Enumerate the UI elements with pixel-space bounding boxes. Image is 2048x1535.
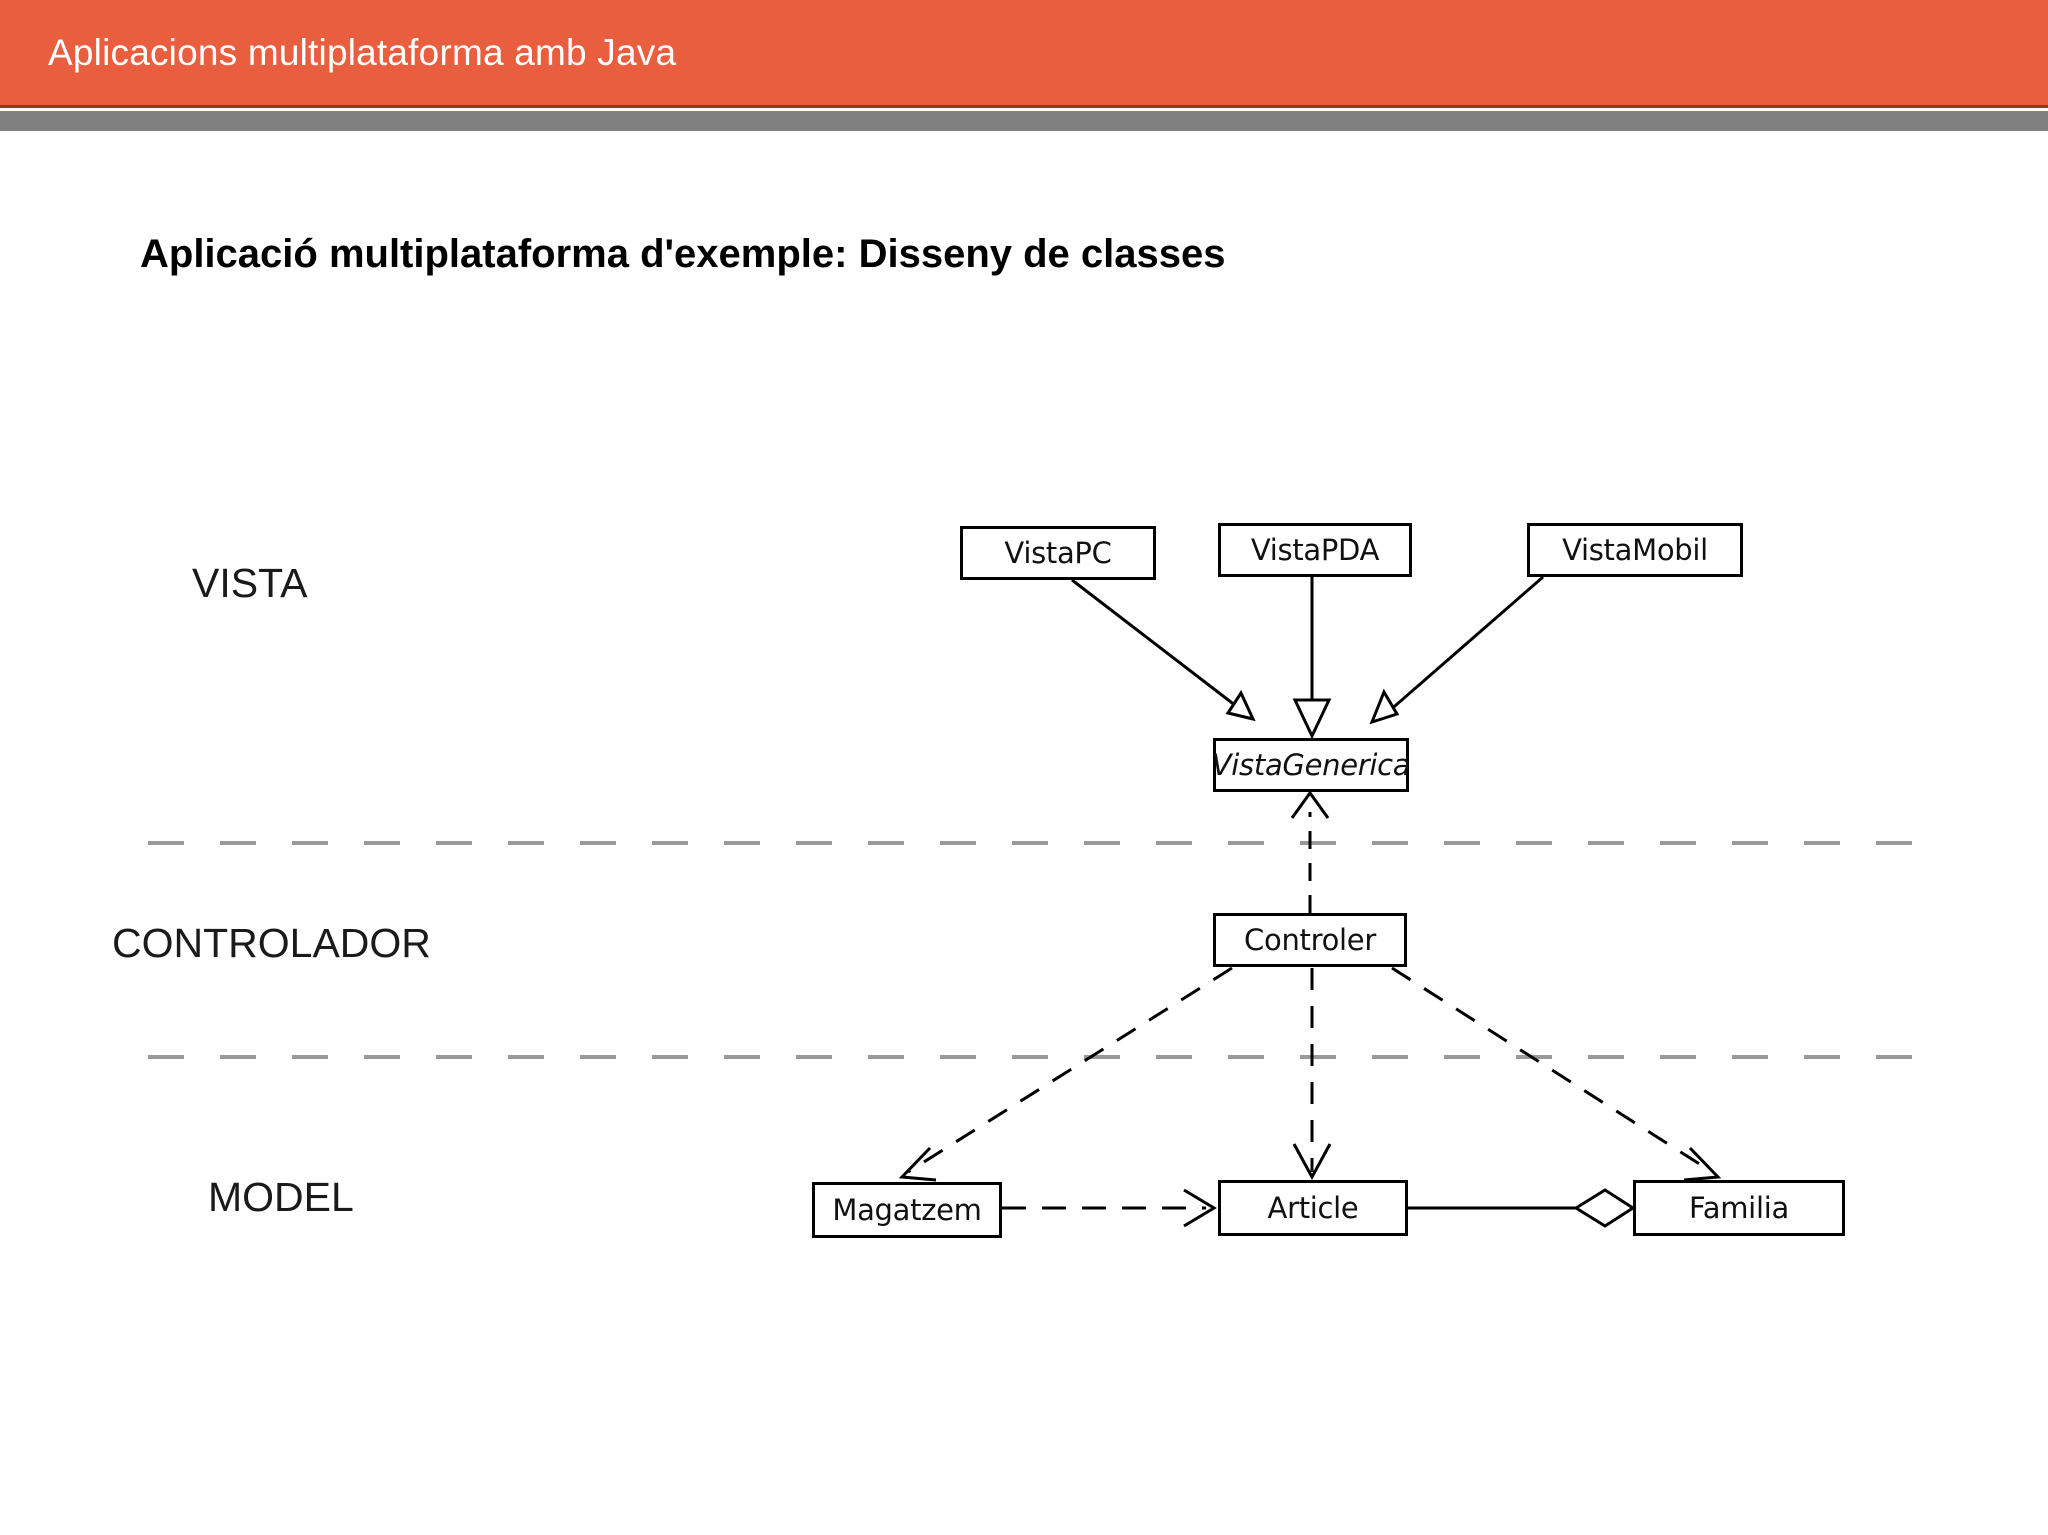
relation-vistapc-vistagenerica [1071, 578, 1256, 722]
class-box-familia[interactable]: Familia [1633, 1180, 1845, 1236]
class-box-vistagenerica[interactable]: VistaGenerica [1212, 738, 1411, 792]
page-title: Aplicació multiplataforma d'exemple: Dis… [140, 232, 1226, 276]
relation-article-familia-aggregation [1408, 1188, 1636, 1228]
layer-label-model: MODEL [208, 1174, 354, 1220]
relation-magatzem-article [1002, 1188, 1217, 1228]
relation-vistapda-vistagenerica [1292, 577, 1332, 740]
class-box-vistapda[interactable]: VistaPDA [1218, 523, 1412, 577]
class-box-magatzem[interactable]: Magatzem [812, 1182, 1002, 1238]
relation-controler-article [1292, 968, 1332, 1181]
relation-controler-vistagenerica [1290, 790, 1330, 913]
layer-label-vista: VISTA [192, 560, 308, 606]
header-title: Aplicacions multiplataforma amb Java [48, 31, 677, 73]
class-box-article[interactable]: Article [1218, 1180, 1408, 1236]
header-underbar [0, 111, 2048, 131]
class-box-controler[interactable]: Controler [1213, 913, 1407, 967]
layer-label-controlador: CONTROLADOR [112, 920, 431, 966]
relation-vistamobil-vistagenerica [1369, 575, 1544, 725]
header-bar: Aplicacions multiplataforma amb Java [0, 0, 2048, 108]
class-box-vistapc[interactable]: VistaPC [960, 526, 1156, 580]
relation-controler-familia [1391, 966, 1722, 1182]
relation-controler-magatzem [898, 966, 1233, 1182]
class-box-vistamobil[interactable]: VistaMobil [1527, 523, 1743, 577]
